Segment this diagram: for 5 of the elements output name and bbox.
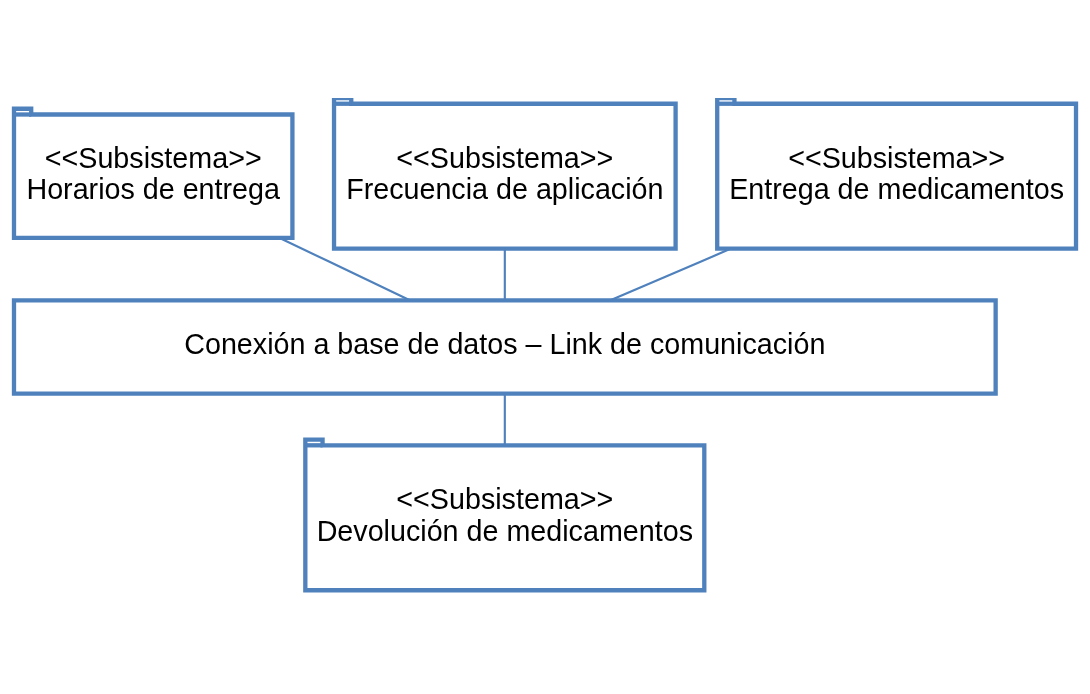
connector	[503, 248, 506, 301]
connector	[279, 237, 411, 302]
node-box: Conexión a base de datos – Link de comunicación	[11, 298, 998, 396]
connector	[503, 393, 506, 445]
connector	[610, 247, 731, 302]
